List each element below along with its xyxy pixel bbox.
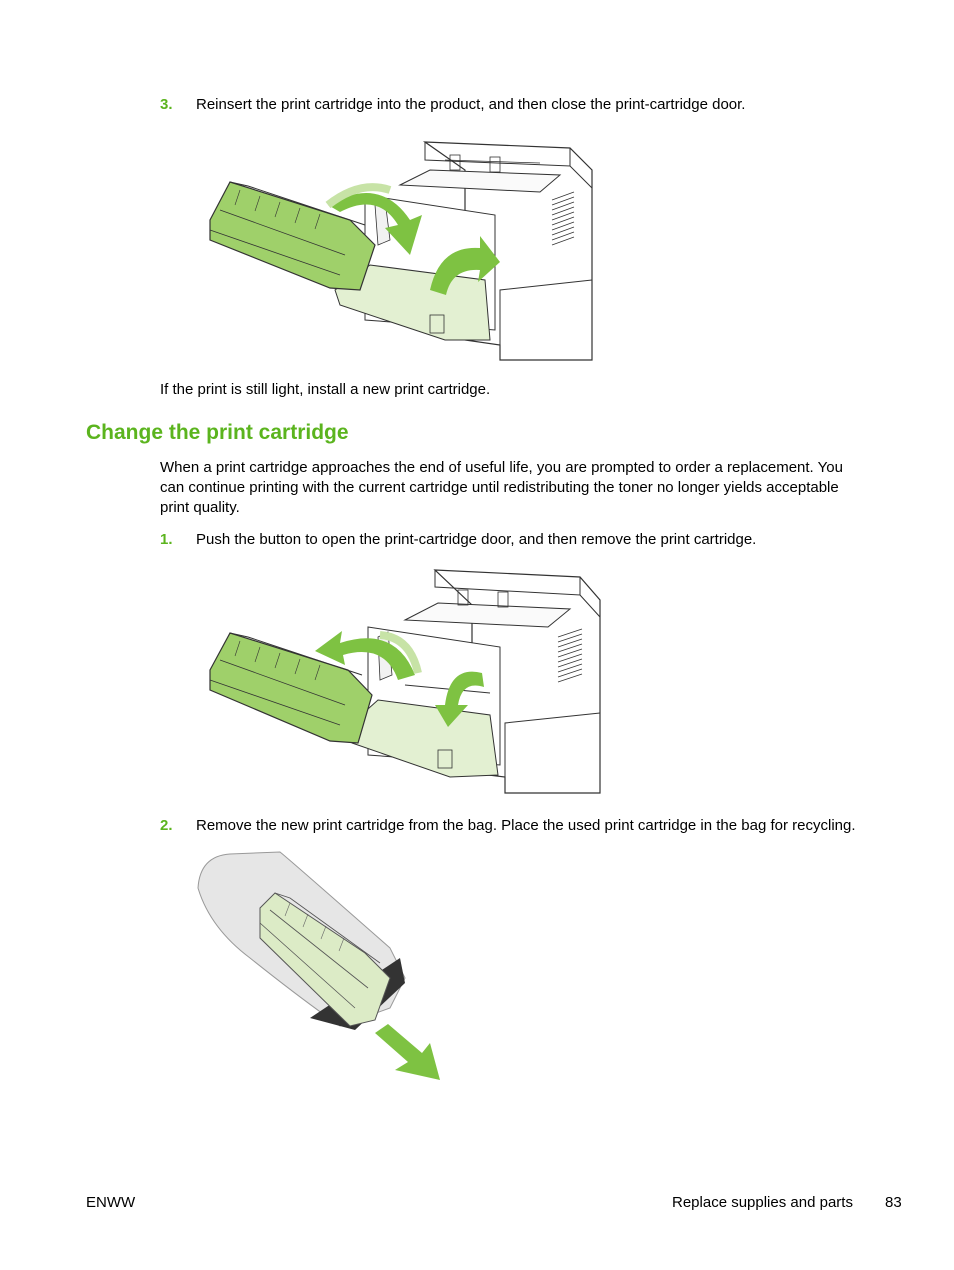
step-number: 3. <box>160 96 173 113</box>
intro-line: When a print cartridge approaches the en… <box>160 459 843 476</box>
footer-section: Replace supplies and parts <box>672 1194 853 1211</box>
step-number: 1. <box>160 531 173 548</box>
step-text: Push the button to open the print-cartri… <box>196 531 757 548</box>
intro-paragraph: When a print cartridge approaches the en… <box>160 458 843 518</box>
page-number: 83 <box>885 1194 902 1211</box>
footer-left: ENWW <box>86 1194 136 1211</box>
illustration-cartridge-in-bag <box>197 851 440 1080</box>
section-heading: Change the print cartridge <box>86 421 349 444</box>
step-text: Remove the new print cartridge from the … <box>196 817 856 834</box>
note-text: If the print is still light, install a n… <box>160 381 491 398</box>
step-number: 2. <box>160 817 173 834</box>
step-text: Reinsert the print cartridge into the pr… <box>196 96 746 113</box>
illustration-reinsert-cartridge <box>209 141 593 361</box>
illustration-remove-cartridge <box>209 569 601 794</box>
intro-line: can continue printing with the current c… <box>160 479 839 496</box>
intro-line: print quality. <box>160 499 240 516</box>
